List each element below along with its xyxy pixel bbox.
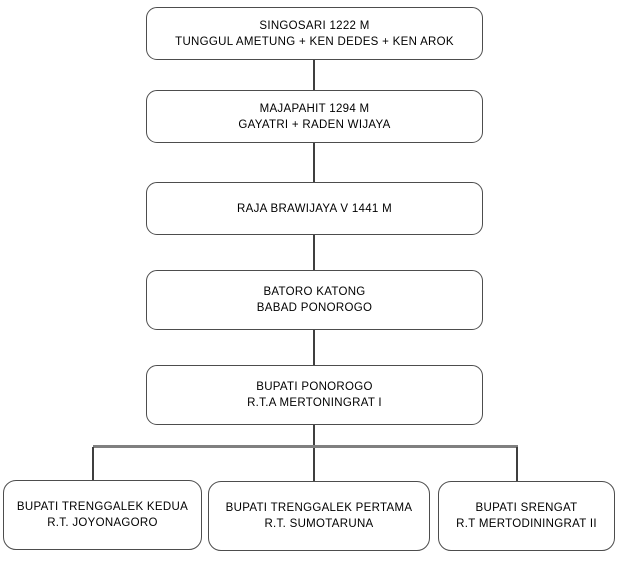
node-majapahit-subtitle: GAYATRI + RADEN WIJAYA (238, 118, 391, 131)
connector-branch-right (516, 447, 518, 481)
node-ponorogo-subtitle: R.T.A MERTONINGRAT I (247, 397, 382, 409)
node-srengat-title: BUPATI SRENGAT (475, 502, 578, 514)
connector-majapahit-brawijaya (313, 142, 315, 183)
node-bupati-trenggalek-pertama: BUPATI TRENGGALEK PERTAMA R.T. SUMOTARUN… (208, 481, 430, 551)
connector-branch-left (92, 447, 94, 481)
node-bupati-trenggalek-kedua: BUPATI TRENGGALEK KEDUA R.T. JOYONAGORO (3, 480, 202, 550)
node-batoro-title: BATORO KATONG (263, 286, 366, 298)
node-bupati-srengat: BUPATI SRENGAT R.T MERTODININGRAT II (438, 481, 615, 551)
connector-ponorogo-branch (313, 424, 315, 482)
node-trenggalek-pertama-title: BUPATI TRENGGALEK PERTAMA (225, 502, 413, 514)
node-majapahit: MAJAPAHIT 1294 M GAYATRI + RADEN WIJAYA (146, 90, 483, 143)
node-singosari: SINGOSARI 1222 M TUNGGUL AMETUNG + KEN D… (146, 7, 483, 60)
node-singosari-subtitle: TUNGGUL AMETUNG + KEN DEDES + KEN AROK (175, 35, 454, 48)
node-singosari-title: SINGOSARI 1222 M (259, 19, 370, 32)
node-brawijaya: RAJA BRAWIJAYA V 1441 M (146, 182, 483, 235)
node-bupati-ponorogo: BUPATI PONOROGO R.T.A MERTONINGRAT I (146, 365, 483, 425)
node-ponorogo-title: BUPATI PONOROGO (256, 381, 373, 393)
node-batoro-katong: BATORO KATONG BABAD PONOROGO (146, 270, 483, 330)
node-majapahit-title: MAJAPAHIT 1294 M (259, 102, 370, 115)
branch-horizontal-line (93, 445, 518, 448)
node-srengat-subtitle: R.T MERTODININGRAT II (456, 518, 597, 530)
node-trenggalek-kedua-title: BUPATI TRENGGALEK KEDUA (16, 501, 189, 513)
connector-brawijaya-batoro (313, 234, 315, 271)
node-brawijaya-title: RAJA BRAWIJAYA V 1441 M (237, 202, 392, 215)
node-batoro-subtitle: BABAD PONOROGO (256, 302, 373, 314)
node-trenggalek-kedua-subtitle: R.T. JOYONAGORO (47, 517, 158, 529)
node-trenggalek-pertama-subtitle: R.T. SUMOTARUNA (264, 518, 374, 530)
connector-batoro-ponorogo (313, 329, 315, 366)
connector-singosari-majapahit (313, 59, 315, 91)
